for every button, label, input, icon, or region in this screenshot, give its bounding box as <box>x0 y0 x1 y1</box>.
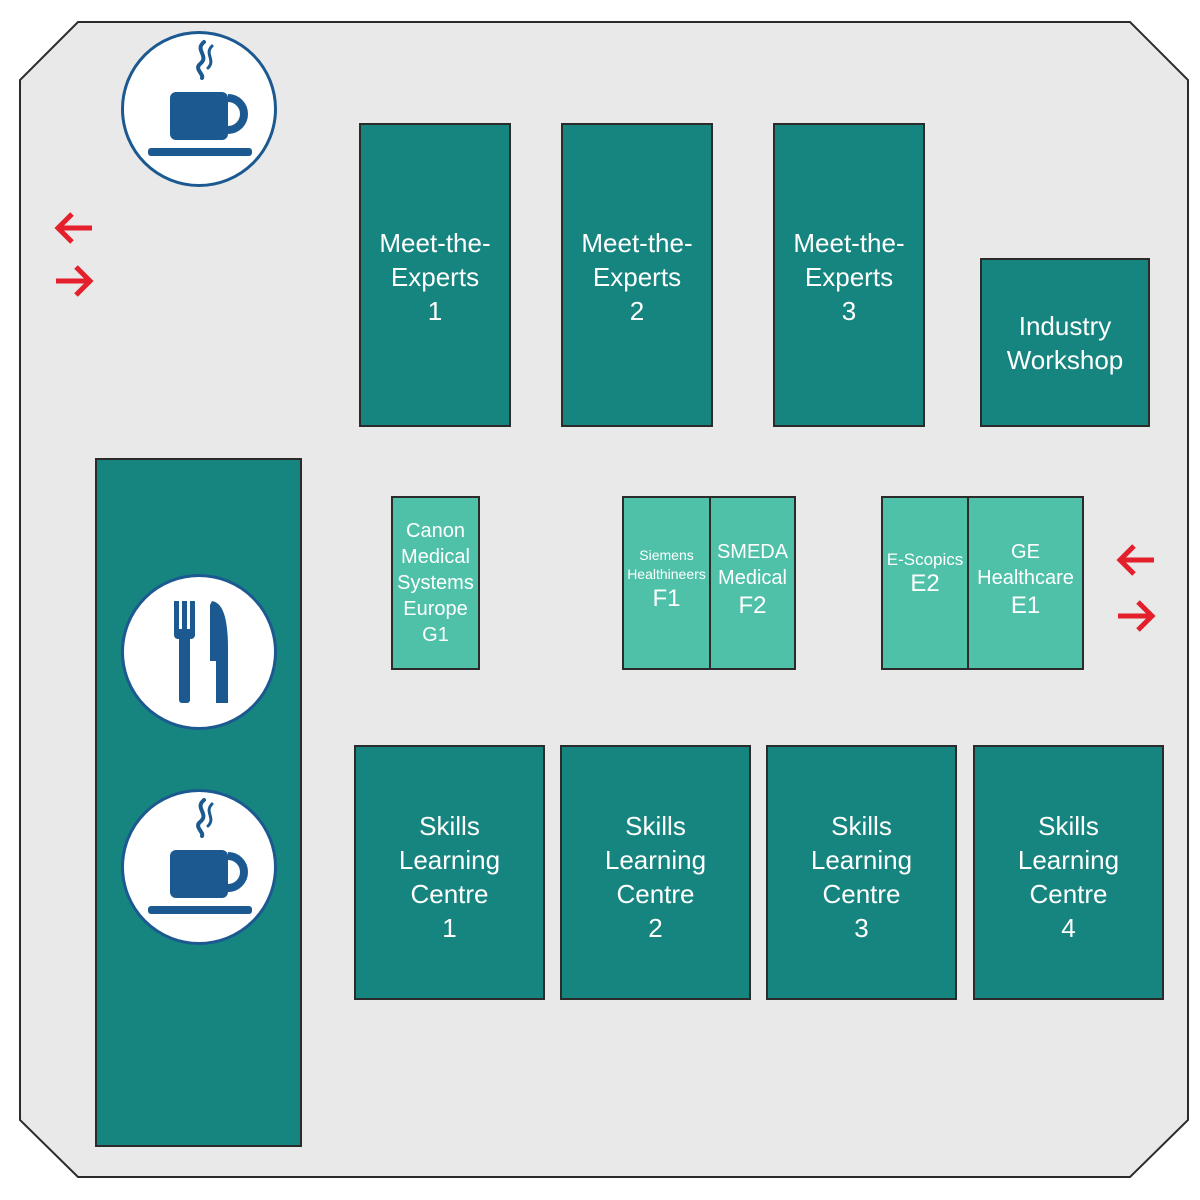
booth-e1[interactable]: GE Healthcare E1 <box>967 496 1084 670</box>
booth-name: SMEDA <box>716 541 789 563</box>
booth-code: G1 <box>422 624 449 646</box>
booth-name: Healthcare <box>977 567 1074 589</box>
arrow-left-icon <box>1116 544 1154 576</box>
arrow-right-icon <box>56 265 94 297</box>
room-label: Skills <box>625 811 686 841</box>
room-number: 3 <box>841 296 857 326</box>
room-label: Meet-the- <box>581 228 693 258</box>
booth-name: Canon <box>406 520 465 542</box>
coffee-icon <box>121 789 277 945</box>
room-label: Skills <box>419 811 480 841</box>
booth-code: E2 <box>910 569 940 597</box>
room-meet-the-experts-2[interactable]: Meet-the- Experts 2 <box>561 123 713 427</box>
room-label: Centre <box>822 879 901 909</box>
room-label: Experts <box>804 262 894 292</box>
room-label: Skills <box>831 811 892 841</box>
booth-name: Siemens <box>639 547 694 563</box>
arrow-right-icon <box>1118 600 1156 632</box>
room-label: Centre <box>410 879 489 909</box>
room-label: Centre <box>1029 879 1108 909</box>
booth-f2[interactable]: SMEDA Medical F2 <box>709 496 796 670</box>
room-label: Learning <box>1017 845 1120 875</box>
booth-name: E-Scopics <box>886 549 964 569</box>
room-label: Workshop <box>1006 344 1124 375</box>
room-number: 4 <box>1061 913 1076 943</box>
room-label: Skills <box>1038 811 1099 841</box>
room-number: 1 <box>427 296 443 326</box>
room-meet-the-experts-1[interactable]: Meet-the- Experts 1 <box>359 123 511 427</box>
room-number: 1 <box>442 913 457 943</box>
booth-code: F2 <box>738 592 767 619</box>
booth-name: Europe <box>403 598 468 620</box>
coffee-icon <box>121 31 277 187</box>
room-meet-the-experts-3[interactable]: Meet-the- Experts 3 <box>773 123 925 427</box>
room-skills-learning-centre-4[interactable]: Skills Learning Centre 4 <box>973 745 1164 1000</box>
room-skills-learning-centre-3[interactable]: Skills Learning Centre 3 <box>766 745 957 1000</box>
room-label: Learning <box>398 845 501 875</box>
dining-icon <box>121 574 277 730</box>
booth-code: E1 <box>1010 592 1041 619</box>
booth-code: F1 <box>652 585 681 612</box>
booth-name: Medical <box>401 546 470 568</box>
booth-f1[interactable]: Siemens Healthineers F1 <box>622 496 711 670</box>
arrow-left-icon <box>54 212 92 244</box>
booth-name: Systems <box>397 572 474 594</box>
booth-e2[interactable]: E-Scopics E2 <box>881 496 969 670</box>
room-label: Experts <box>390 262 480 292</box>
room-skills-learning-centre-1[interactable]: Skills Learning Centre 1 <box>354 745 545 1000</box>
booth-g1[interactable]: Canon Medical Systems Europe G1 <box>391 496 480 670</box>
room-number: 2 <box>648 913 663 943</box>
room-number: 3 <box>854 913 869 943</box>
room-number: 2 <box>629 296 645 326</box>
room-label: Meet-the- <box>793 228 905 258</box>
room-skills-learning-centre-2[interactable]: Skills Learning Centre 2 <box>560 745 751 1000</box>
booth-name: GE <box>1011 541 1040 563</box>
booth-name: Healthineers <box>627 566 706 582</box>
room-label: Learning <box>810 845 913 875</box>
room-industry-workshop[interactable]: Industry Workshop <box>980 258 1150 427</box>
room-label: Learning <box>604 845 707 875</box>
room-label: Centre <box>616 879 695 909</box>
room-label: Experts <box>592 262 682 292</box>
room-label: Industry <box>1018 310 1112 341</box>
room-label: Meet-the- <box>379 228 491 258</box>
booth-name: Medical <box>718 567 787 589</box>
